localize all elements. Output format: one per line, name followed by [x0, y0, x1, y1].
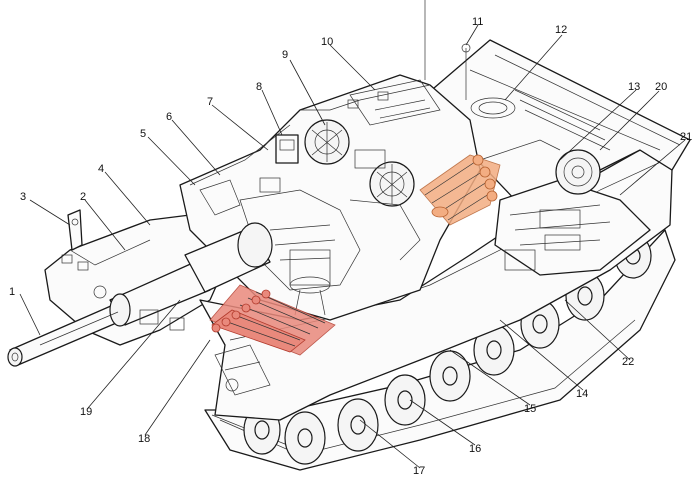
front-ammo-rounds [211, 289, 326, 353]
label-6: 6 [166, 111, 172, 123]
label-4: 4 [98, 163, 104, 175]
callout-labels: 1 2 3 4 5 6 7 8 9 10 11 12 13 14 15 16 1… [9, 16, 692, 477]
label-8: 8 [256, 81, 262, 93]
label-9: 9 [282, 49, 288, 61]
leader-lines [19, 24, 686, 469]
front-ammo-rack [209, 284, 336, 356]
label-19: 19 [80, 406, 92, 418]
label-11: 11 [472, 16, 483, 28]
label-3: 3 [20, 191, 26, 203]
label-21: 21 [680, 131, 692, 143]
main-gun [7, 222, 273, 367]
bustle-ammo-rack [419, 154, 501, 226]
label-15: 15 [524, 403, 536, 415]
label-10: 10 [321, 36, 333, 48]
label-2: 2 [80, 191, 86, 203]
label-22: 22 [622, 356, 634, 368]
road-wheels [243, 233, 652, 465]
label-20: 20 [655, 81, 667, 93]
front-hull-details [61, 209, 271, 396]
label-14: 14 [576, 388, 588, 400]
label-17: 17 [413, 465, 425, 477]
label-12: 12 [555, 24, 567, 36]
label-1: 1 [9, 286, 15, 298]
label-7: 7 [207, 96, 213, 108]
label-5: 5 [140, 128, 146, 140]
label-13: 13 [628, 81, 640, 93]
label-18: 18 [138, 433, 150, 445]
label-16: 16 [469, 443, 481, 455]
